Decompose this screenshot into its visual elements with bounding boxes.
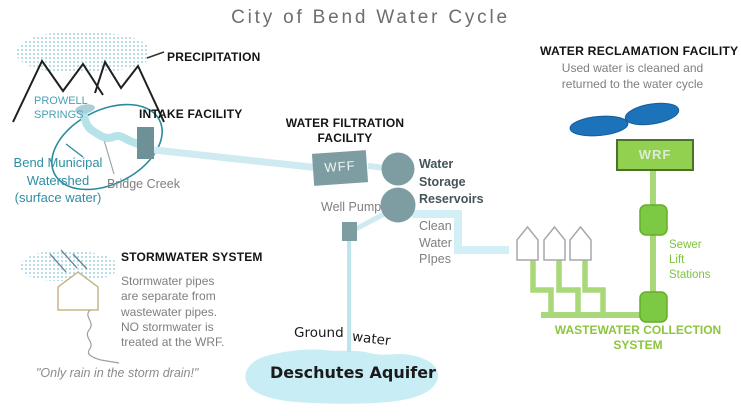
prowell-line-2: SPRINGS bbox=[34, 109, 84, 121]
wrf-box-label: WRF bbox=[638, 147, 672, 162]
wastewater-collection-label: WASTEWATER COLLECTION SYSTEM bbox=[553, 323, 723, 353]
watershed-line-1: Bend Municipal bbox=[13, 155, 103, 170]
clean-line-2: Water bbox=[419, 235, 452, 250]
watershed-line-2: Watershed bbox=[26, 172, 90, 188]
rain-streak-1 bbox=[49, 253, 67, 273]
storage-line-2: Storage bbox=[419, 174, 466, 189]
sewer-lift-stations-label: Sewer Lift Stations bbox=[669, 238, 711, 283]
prowell-spring-pond bbox=[75, 104, 95, 114]
house-icon-3 bbox=[569, 225, 592, 261]
precipitation-label: PRECIPITATION bbox=[167, 50, 261, 64]
rain-streak-2 bbox=[60, 249, 78, 269]
collection-line-2: SYSTEM bbox=[613, 338, 663, 352]
house1-drain-pipe bbox=[530, 260, 554, 314]
storm-body-line-4: NO stormwater is bbox=[121, 319, 214, 334]
water-reclamation-heading: WATER RECLAMATION FACILITY bbox=[540, 44, 739, 58]
deschutes-aquifer-label: Deschutes Aquifer bbox=[270, 363, 436, 382]
storm-cloud-icon bbox=[20, 251, 116, 281]
precipitation-pointer-line bbox=[146, 51, 165, 59]
intake-to-wff-pipe bbox=[153, 146, 321, 172]
treatment-pond-2 bbox=[624, 102, 680, 126]
storage-line-1: Water bbox=[419, 157, 454, 171]
clean-water-pipe bbox=[412, 210, 509, 254]
prowell-line-1: PROWELL bbox=[34, 95, 88, 107]
wrf-box bbox=[616, 139, 694, 171]
sewer-lift-station-upper bbox=[639, 204, 668, 236]
clean-line-3: PIpes bbox=[419, 252, 451, 266]
stormwater-house-icon bbox=[57, 271, 99, 311]
ground-water-word-1: Ground bbox=[294, 325, 344, 341]
prowell-springs-label: PROWELL SPRINGS bbox=[34, 94, 88, 122]
reservoir-to-wellpump-pipe bbox=[350, 210, 388, 234]
intake-facility-box bbox=[137, 127, 154, 159]
storm-drain-squiggle bbox=[86, 309, 120, 364]
storm-body-line-1: Stormwater pipes bbox=[121, 274, 215, 288]
intake-facility-label: INTAKE FACILITY bbox=[139, 107, 243, 121]
watershed-pointer-line bbox=[65, 143, 84, 158]
bridge-creek-label: Bridge Creek bbox=[107, 177, 180, 191]
storm-body-line-2: are separate from bbox=[121, 289, 216, 304]
clean-line-1: Clean bbox=[419, 219, 452, 233]
deschutes-aquifer-blob bbox=[245, 349, 439, 404]
house-icon-1 bbox=[516, 225, 539, 261]
house-icon-2 bbox=[543, 225, 566, 261]
house3-drain-pipe bbox=[582, 260, 606, 314]
page-title: City of Bend Water Cycle bbox=[231, 7, 510, 28]
wff-box bbox=[311, 150, 369, 186]
treatment-pond-1 bbox=[569, 115, 629, 137]
well-pump-label: Well Pump bbox=[321, 200, 382, 214]
sewer-line-2: Lift bbox=[669, 254, 685, 266]
bridge-creek-pointer-line bbox=[103, 139, 115, 175]
watershed-label: Bend Municipal Watershed (surface water) bbox=[8, 154, 108, 207]
stormwater-body: Stormwater pipes are separate from waste… bbox=[121, 274, 224, 350]
sewer-lift-station-lower bbox=[639, 291, 668, 323]
storage-reservoir-2 bbox=[380, 187, 416, 223]
storage-reservoir-1 bbox=[381, 152, 415, 186]
well-pump-box bbox=[342, 222, 357, 241]
clean-water-pipes-label: Clean Water PIpes bbox=[419, 218, 452, 268]
sewer-line-1: Sewer bbox=[669, 239, 702, 251]
storage-line-3: Reservoirs bbox=[419, 192, 484, 206]
storm-body-line-3: wastewater pipes. bbox=[121, 304, 218, 319]
collection-line-1: WASTEWATER COLLECTION bbox=[554, 323, 722, 337]
filtration-heading-line-2: FACILITY bbox=[317, 130, 373, 145]
sewer-line-3: Stations bbox=[669, 269, 711, 281]
rain-streak-3 bbox=[72, 253, 88, 270]
filtration-heading-line-1: WATER FILTRATION bbox=[285, 116, 405, 130]
storage-reservoirs-label: Water Storage Reservoirs bbox=[419, 156, 484, 209]
reclamation-sub-line-2: returned to the water cycle bbox=[561, 76, 704, 91]
reclamation-subtext: Used water is cleaned and returned to th… bbox=[545, 61, 720, 92]
storm-drain-quote: "Only rain in the storm drain!" bbox=[36, 366, 199, 380]
reclamation-sub-line-1: Used water is cleaned and bbox=[561, 61, 704, 75]
storm-body-line-5: treated at the WRF. bbox=[121, 335, 225, 350]
watershed-line-3: (surface water) bbox=[14, 190, 102, 205]
watershed-boundary-ellipse bbox=[51, 103, 163, 191]
mountain-range-left-icon bbox=[12, 59, 104, 123]
bridge-creek-stream bbox=[79, 107, 145, 149]
mountain-range-right-icon bbox=[94, 59, 165, 123]
water-filtration-heading: WATER FILTRATION FACILITY bbox=[281, 116, 409, 145]
house2-drain-pipe bbox=[556, 260, 581, 314]
stormwater-heading: STORMWATER SYSTEM bbox=[121, 250, 263, 264]
